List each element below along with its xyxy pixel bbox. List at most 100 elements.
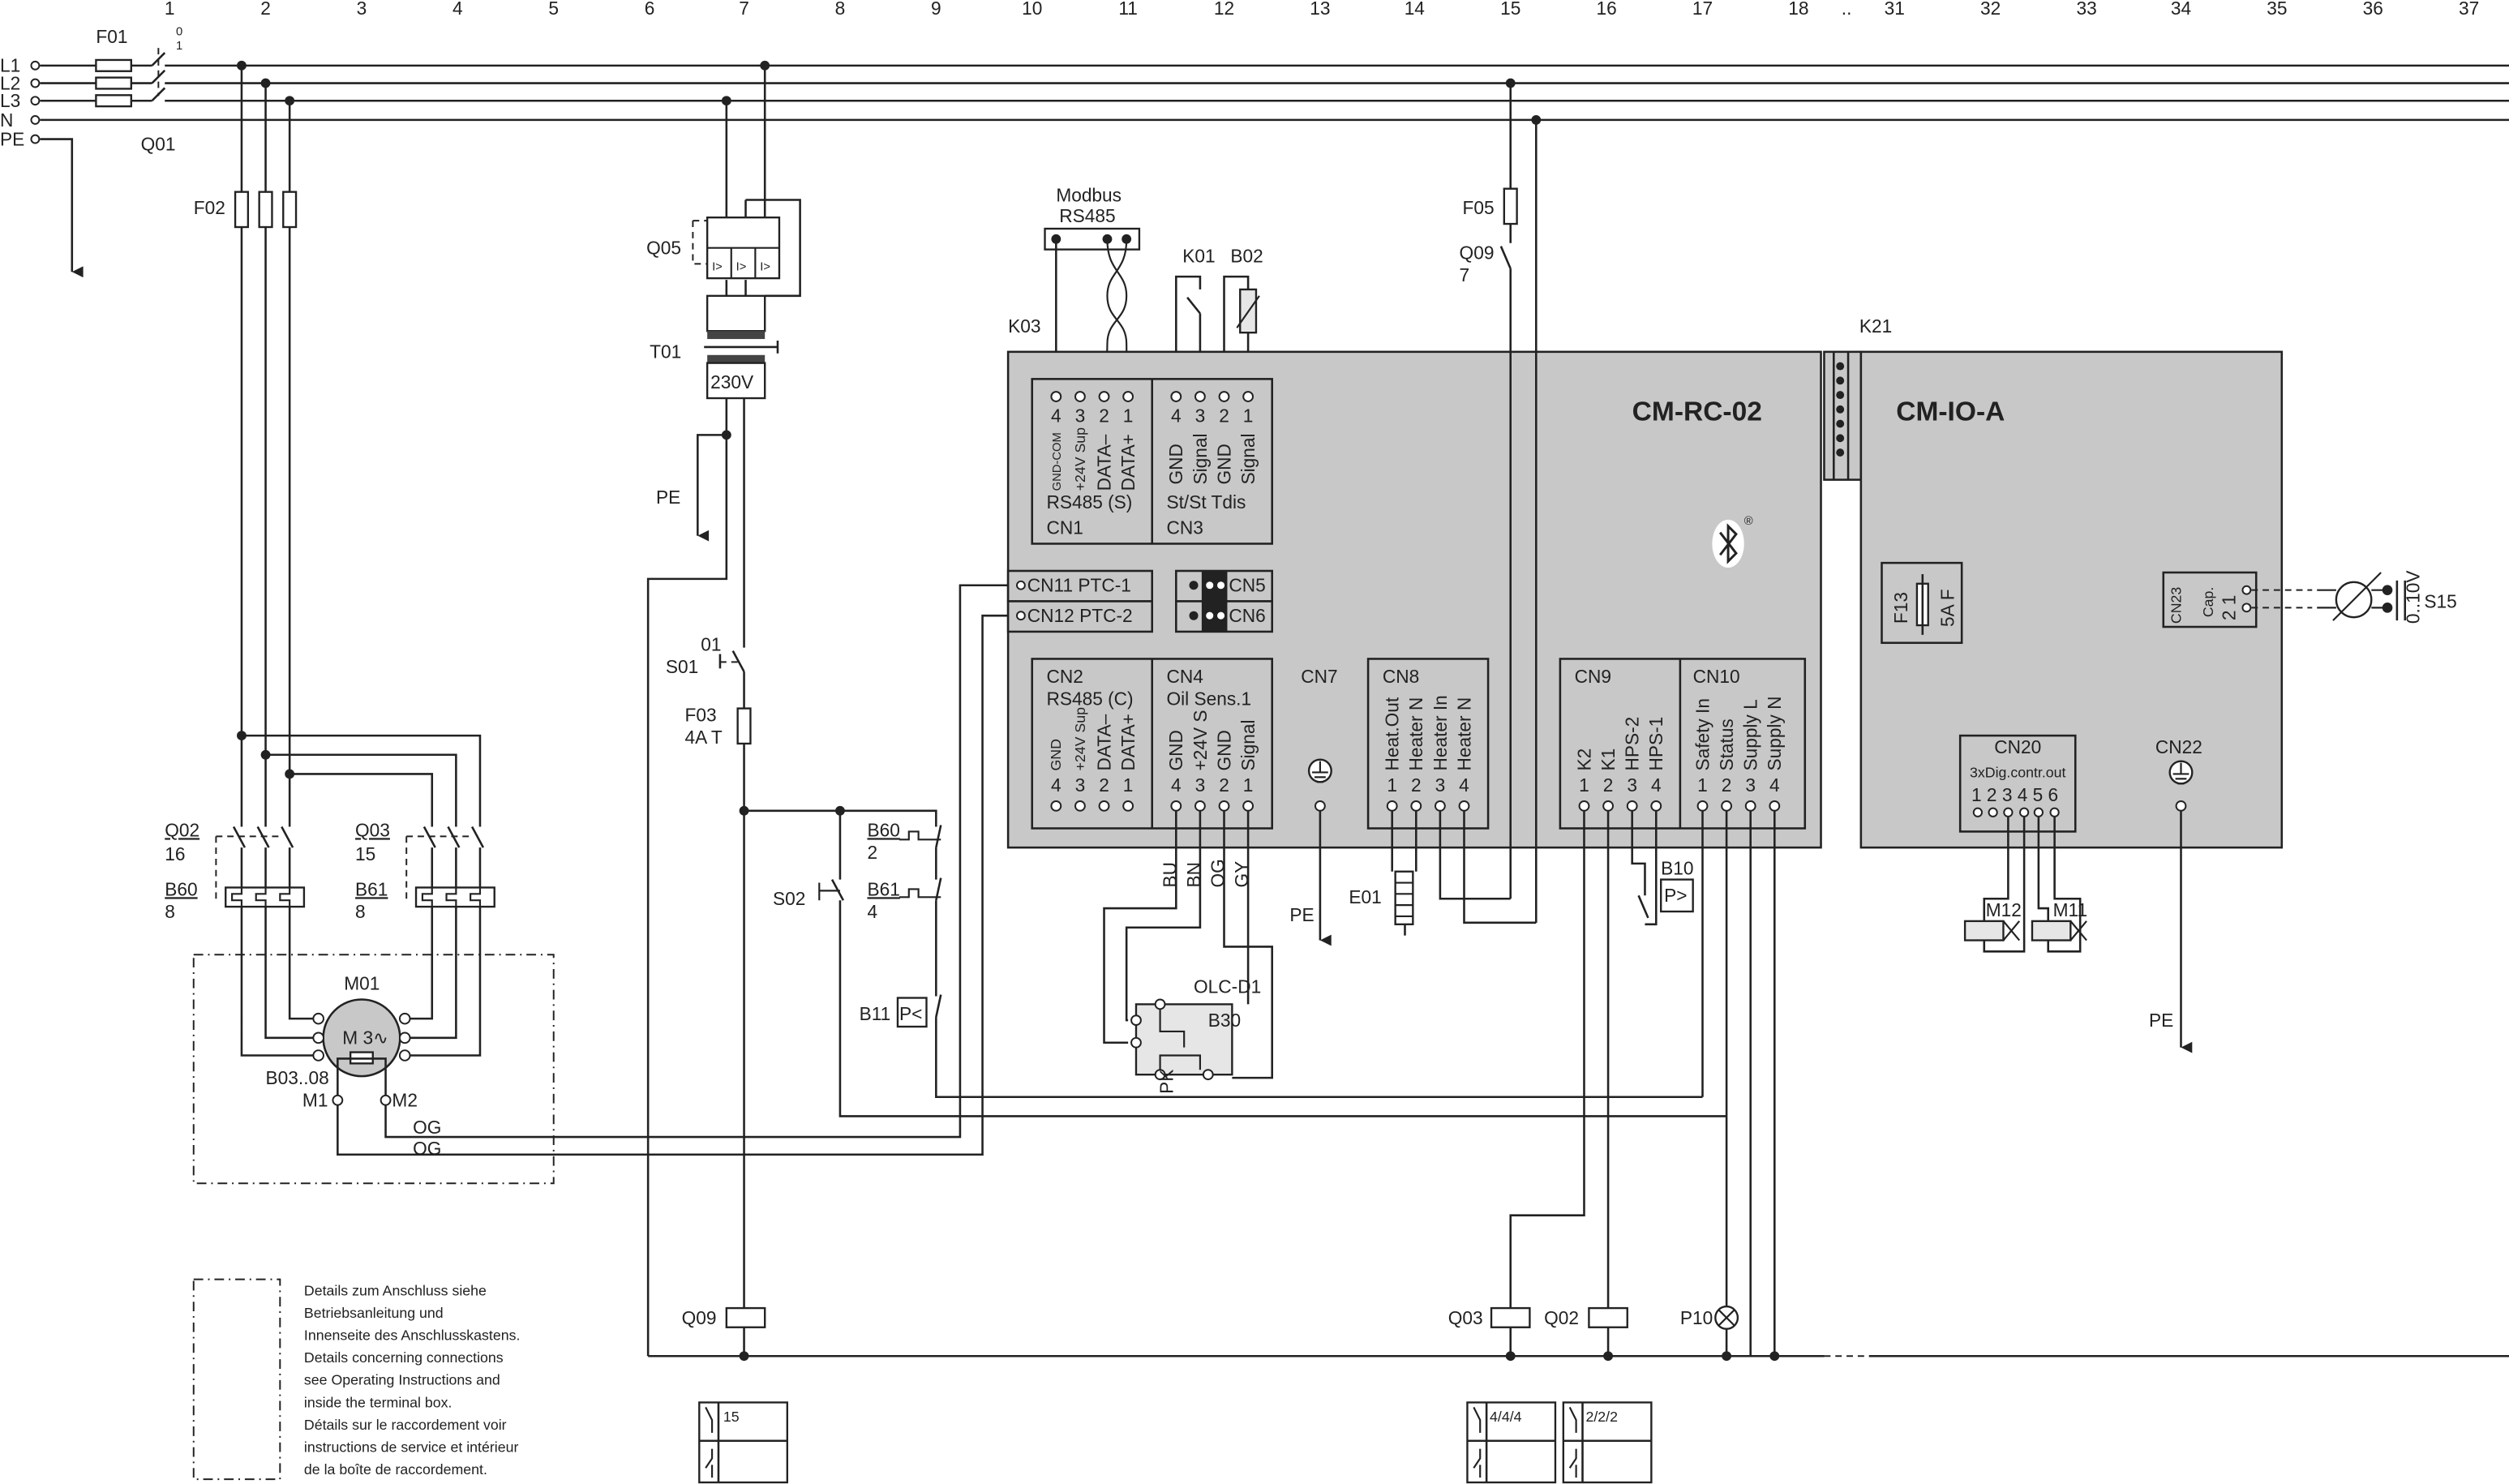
connector-cn7: CN7 xyxy=(1301,666,1337,687)
pin-label: Signal xyxy=(1237,719,1259,770)
svg-text:I>: I> xyxy=(712,260,723,273)
b10-symbol: P> xyxy=(1664,885,1687,906)
pin-label: DATA+ xyxy=(1117,434,1139,491)
motor-symbol: M 3∿ xyxy=(342,1027,388,1049)
pin-number: 1 xyxy=(1123,774,1134,796)
pin-label: +24V Sup xyxy=(1072,707,1088,771)
b60-contact-ref: 2 xyxy=(867,842,877,863)
connector-cn11: CN11 PTC-1 xyxy=(1027,575,1131,596)
label-s15: S15 xyxy=(2424,590,2456,611)
label-q02-ref: 16 xyxy=(165,843,185,864)
pin-label: Supply N xyxy=(1764,697,1785,771)
field-wiring: BU BN OG GY OLC-D1 B30 PK PE E01 F05 Q09… xyxy=(1103,78,1776,1357)
label-m11: M11 xyxy=(2053,899,2087,920)
coil-q09 xyxy=(725,1306,766,1328)
label-pe-cn7: PE xyxy=(1289,904,1314,925)
connector-cn12: CN12 PTC-2 xyxy=(1027,605,1133,626)
label-s01: S01 xyxy=(666,656,698,677)
jumper-cn5: CN5 xyxy=(1229,575,1265,596)
connector-name: CN20 xyxy=(1994,736,2041,757)
pin-label: DATA– xyxy=(1093,714,1114,770)
module-title-cm-rc-02: CM-RC-02 xyxy=(1632,397,1762,427)
connector-cn23 xyxy=(2162,571,2258,628)
label-b61-ref: 8 xyxy=(355,901,366,922)
note-line: inside the terminal box. xyxy=(304,1394,452,1410)
connector-subtitle: RS485 (C) xyxy=(1046,688,1133,710)
legend-outline-symbol xyxy=(192,1278,281,1481)
crankcase-heater-e01 xyxy=(1394,870,1414,925)
column-number: 15 xyxy=(1500,0,1520,19)
pin-label: Heater N xyxy=(1405,697,1426,771)
pin-number: 1 xyxy=(1123,405,1134,427)
label-f02: F02 xyxy=(194,197,225,218)
contact-reference: 4/4/4 xyxy=(1490,1409,1522,1425)
connector-subtitle: Cap. xyxy=(2200,587,2216,617)
pin-label: +24V S xyxy=(1190,710,1211,771)
pin-number: 4 xyxy=(1171,774,1182,796)
label-f05: F05 xyxy=(1463,197,1495,218)
column-number: 32 xyxy=(1980,0,2001,19)
pin-number: 2 xyxy=(1219,774,1229,796)
pin-label: DATA– xyxy=(1093,434,1114,491)
bus-label-l2: L2 xyxy=(0,72,20,93)
column-number: 1 xyxy=(165,0,175,19)
contact-reference-q03: 4/4/4 xyxy=(1466,1401,1557,1484)
contact-reference-q09: 15 xyxy=(698,1401,789,1484)
pin-label: Signal xyxy=(1190,433,1211,484)
connector-name: CN1 xyxy=(1046,517,1083,538)
module-cm-rc-02: CM-RC-02 ® 4 3 2 1 GND-COM +24V Sup DATA… xyxy=(1006,350,1822,849)
column-number: 17 xyxy=(1692,0,1713,19)
module-title-cm-io-a: CM-IO-A xyxy=(1896,397,2005,427)
label-q05: Q05 xyxy=(646,238,681,259)
pin-number: 2 xyxy=(1099,405,1109,427)
pin-number: 3 xyxy=(1075,405,1086,427)
column-number: 4 xyxy=(452,0,463,19)
column-number: 8 xyxy=(835,0,846,19)
s15-range: 0..10V xyxy=(2402,570,2423,624)
modbus-label: Modbus xyxy=(1056,184,1122,205)
column-number: 34 xyxy=(2171,0,2191,19)
pin-label: Heater In xyxy=(1430,695,1451,770)
svg-text:I>: I> xyxy=(736,260,747,273)
pin-number: 1 xyxy=(1243,405,1254,427)
note-line: Détails sur le raccordement voir xyxy=(304,1417,507,1433)
pin-number: 3 xyxy=(1075,774,1086,796)
pin-number: 1 xyxy=(1387,774,1397,796)
bus-label-l3: L3 xyxy=(0,90,20,111)
label-q03-ref: 15 xyxy=(355,843,375,864)
fuse-f01-l2 xyxy=(95,76,132,90)
f13-rating: 5A F xyxy=(1936,589,1958,627)
registered-mark: ® xyxy=(1744,515,1753,528)
coil-row: Q09 Q03 Q02 P10 xyxy=(648,1306,2509,1362)
pin-number: 3 xyxy=(1195,774,1206,796)
pressure-switch-b10 xyxy=(1660,878,1694,913)
label-s02: S02 xyxy=(773,888,805,909)
label-b61: B61 xyxy=(355,878,388,899)
svg-text:I>: I> xyxy=(760,260,770,273)
pin-number: 2 xyxy=(1411,774,1422,796)
pin-label: Heater N xyxy=(1453,697,1474,771)
label-lamp-p10: P10 xyxy=(1680,1307,1713,1328)
connector-cn3: 4 3 2 1 GND Signal GND Signal St/St Tdis… xyxy=(1165,391,1259,538)
column-number: 7 xyxy=(739,0,749,19)
pin-number: 4 xyxy=(1051,405,1062,427)
connector-cn2: CN2 RS485 (C) GND +24V Sup DATA– DATA+ 4… xyxy=(1046,666,1139,812)
supply-bus: L1 L2 L3 N PE F01 0 1 Q01 xyxy=(0,25,2509,278)
column-number: 11 xyxy=(1118,0,1138,19)
pin-label: K1 xyxy=(1598,748,1619,771)
pin-label: Supply L xyxy=(1740,699,1761,770)
label-b11: B11 xyxy=(860,1003,891,1024)
pin-label: GND xyxy=(1048,739,1064,770)
column-number: 13 xyxy=(1310,0,1330,19)
label-pe: PE xyxy=(656,487,680,508)
connector-cn8: CN8 Heat.Out Heater N Heater In Heater N… xyxy=(1382,666,1474,812)
transformer-t01 xyxy=(706,294,766,332)
label-q03: Q03 xyxy=(355,819,390,840)
connector-name: CN9 xyxy=(1575,666,1611,687)
note-line: Details zum Anschluss siehe xyxy=(304,1282,487,1298)
label-coil-q03: Q03 xyxy=(1448,1307,1483,1328)
label-f01: F01 xyxy=(96,26,127,47)
label-f01-pos1: 1 xyxy=(176,40,182,53)
column-number: 5 xyxy=(548,0,559,19)
